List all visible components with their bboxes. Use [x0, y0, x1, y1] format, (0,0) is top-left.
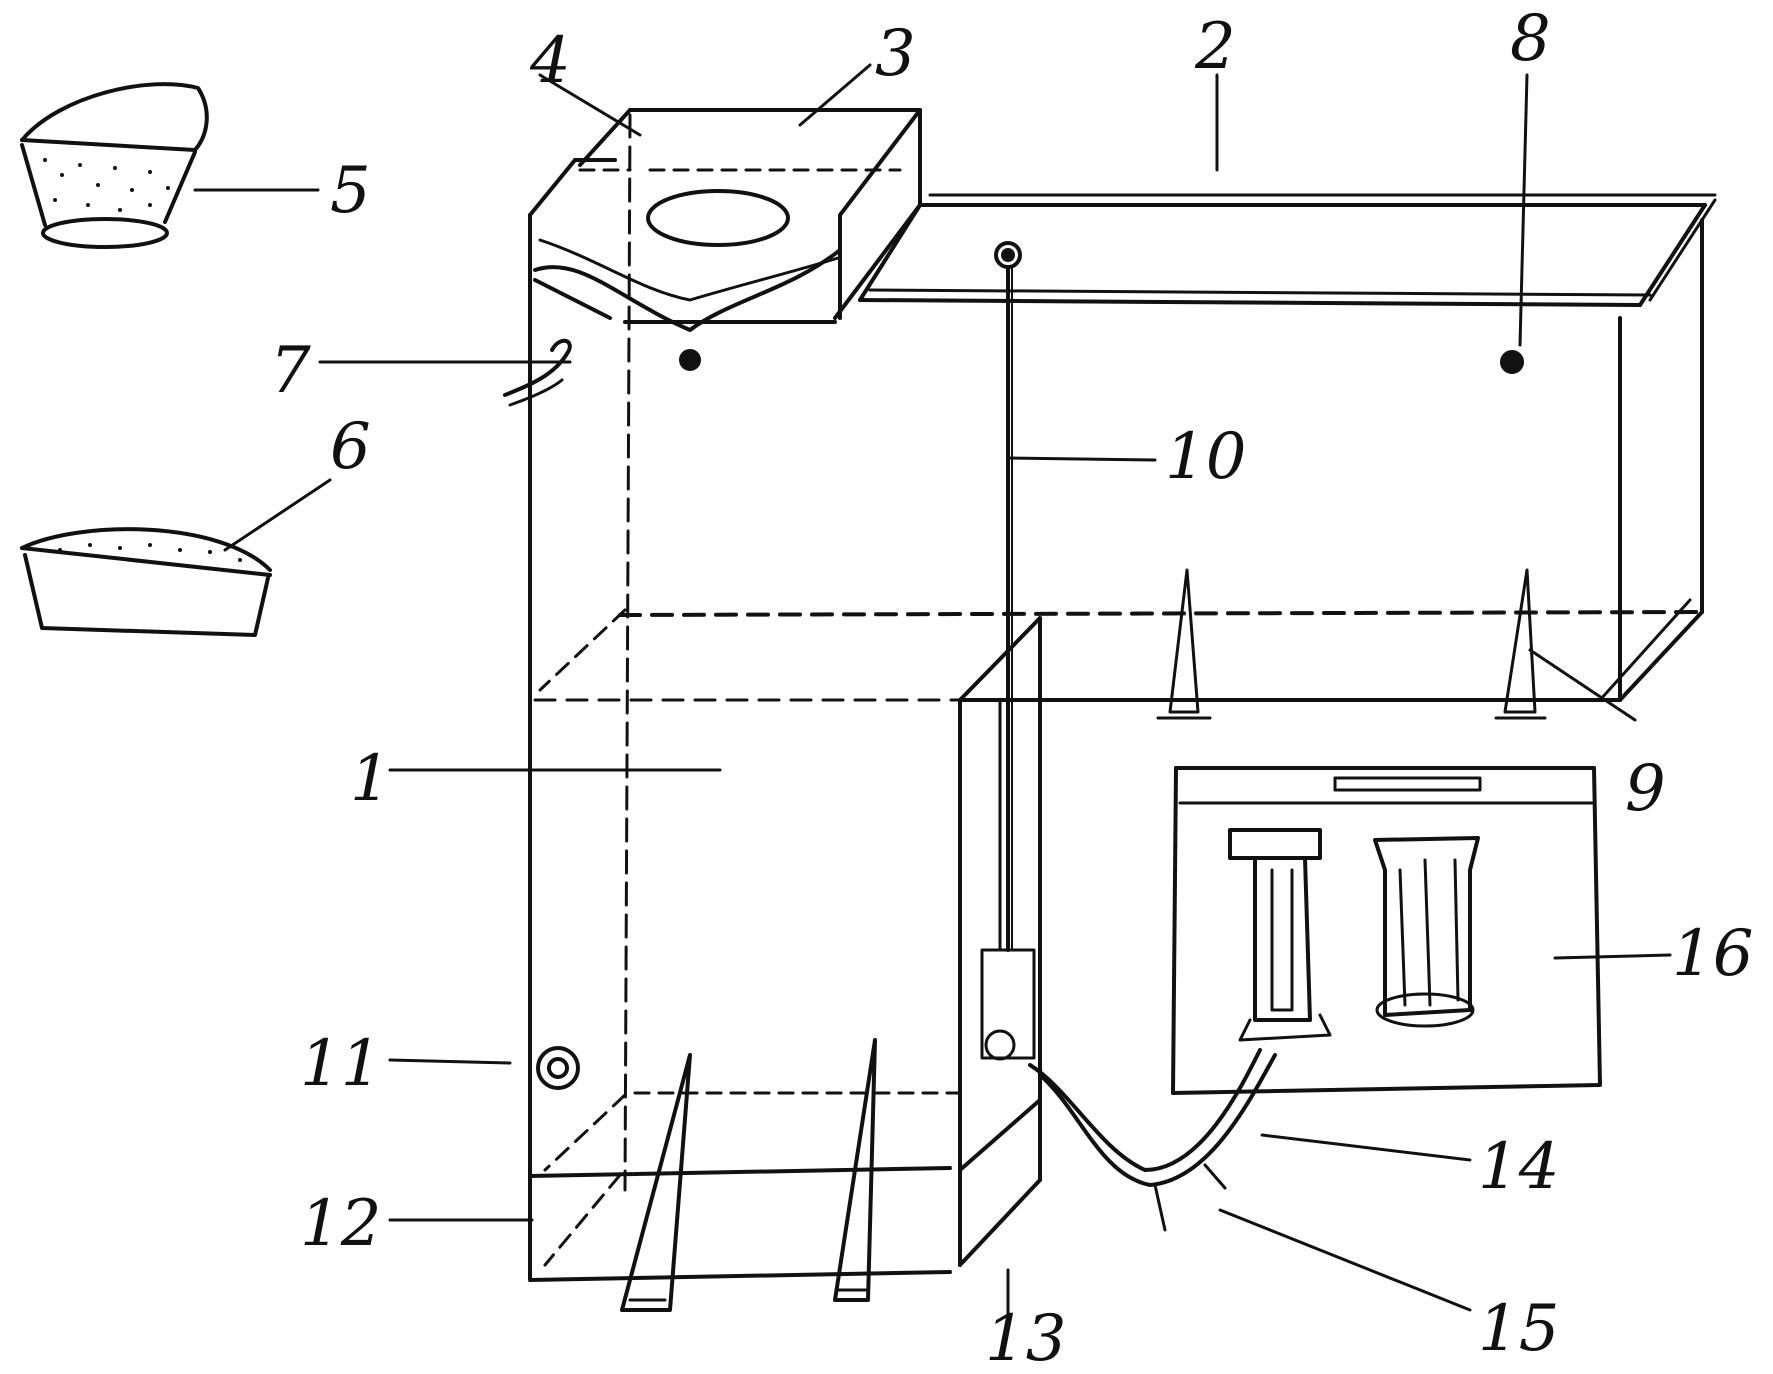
control-panel [1171, 766, 1602, 1095]
label-6: 6 [330, 410, 371, 484]
label-16: 16 [1672, 917, 1753, 991]
label-2: 2 [1194, 10, 1236, 84]
label-15: 15 [1478, 1292, 1559, 1366]
handle [503, 338, 572, 407]
drain-fitting [536, 1046, 580, 1090]
label-7: 7 [270, 334, 311, 408]
label-8: 8 [1510, 2, 1551, 76]
label-14: 14 [1478, 1130, 1559, 1204]
hanging-rod [994, 241, 1022, 952]
label-5: 5 [330, 154, 371, 228]
feed-opening [646, 189, 790, 247]
long-tank [618, 193, 1717, 720]
leader-lines [193, 63, 1672, 1320]
label-10: 10 [1165, 420, 1246, 494]
label-13: 13 [985, 1302, 1066, 1374]
cabinet-legs [620, 1038, 877, 1312]
label-11: 11 [300, 1027, 381, 1101]
bolt-icon [679, 349, 701, 371]
hopper-box [533, 108, 922, 332]
label-9: 9 [1625, 752, 1666, 826]
callout-labels: 4 3 2 8 5 7 6 10 9 1 16 11 14 12 13 15 [270, 2, 1753, 1374]
pump-unit-left [1228, 828, 1322, 860]
pump-unit-right [1373, 836, 1480, 1017]
strainer-basket-5 [20, 82, 209, 249]
label-4: 4 [529, 24, 571, 98]
valve-knob [984, 1029, 1016, 1061]
support-leg-left [1168, 568, 1200, 714]
label-12: 12 [300, 1187, 381, 1261]
side-box [958, 616, 1042, 1267]
bolt-icon [1500, 350, 1524, 374]
support-leg-right [1503, 568, 1537, 714]
hose [1028, 1048, 1277, 1232]
label-1: 1 [350, 742, 391, 816]
switch-box [980, 948, 1036, 1060]
strainer-basket-6 [20, 527, 272, 637]
main-cabinet [528, 113, 962, 1282]
label-3: 3 [875, 17, 916, 91]
